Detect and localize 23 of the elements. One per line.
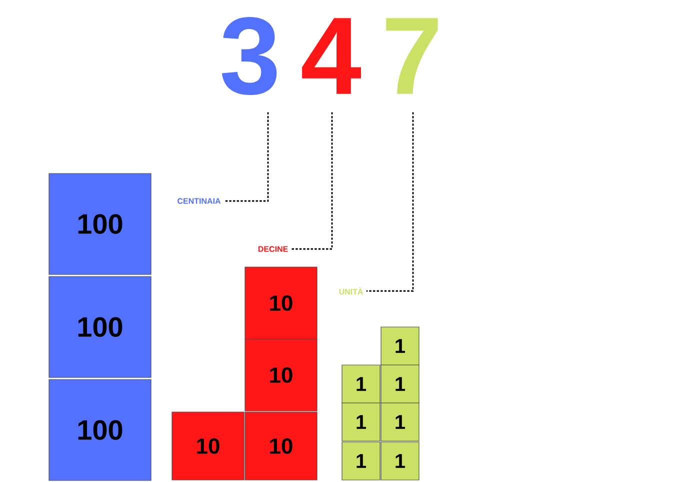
place-value-label: DECINE bbox=[258, 246, 288, 252]
value-block: 1 bbox=[342, 402, 380, 442]
digit: 3 bbox=[222, 16, 277, 96]
value-block: 100 bbox=[48, 173, 152, 275]
value-block: 10 bbox=[244, 266, 318, 340]
value-block: 1 bbox=[380, 326, 420, 366]
value-block: 1 bbox=[380, 442, 420, 480]
leader-line bbox=[291, 112, 333, 250]
value-block: 100 bbox=[48, 276, 152, 378]
value-block: 10 bbox=[172, 412, 244, 480]
leader-line bbox=[224, 112, 269, 202]
value-block: 1 bbox=[342, 442, 380, 480]
value-block: 10 bbox=[244, 412, 318, 480]
value-block: 100 bbox=[48, 379, 152, 481]
digit: 7 bbox=[386, 18, 438, 94]
leader-line bbox=[366, 112, 414, 292]
value-block: 10 bbox=[244, 338, 318, 412]
digit: 4 bbox=[302, 18, 361, 94]
value-block: 1 bbox=[342, 364, 380, 404]
value-block: 1 bbox=[380, 364, 420, 404]
place-value-label: CENTINAIA bbox=[178, 198, 221, 204]
value-block: 1 bbox=[380, 402, 420, 442]
place-value-label: UNITÀ bbox=[339, 287, 364, 295]
